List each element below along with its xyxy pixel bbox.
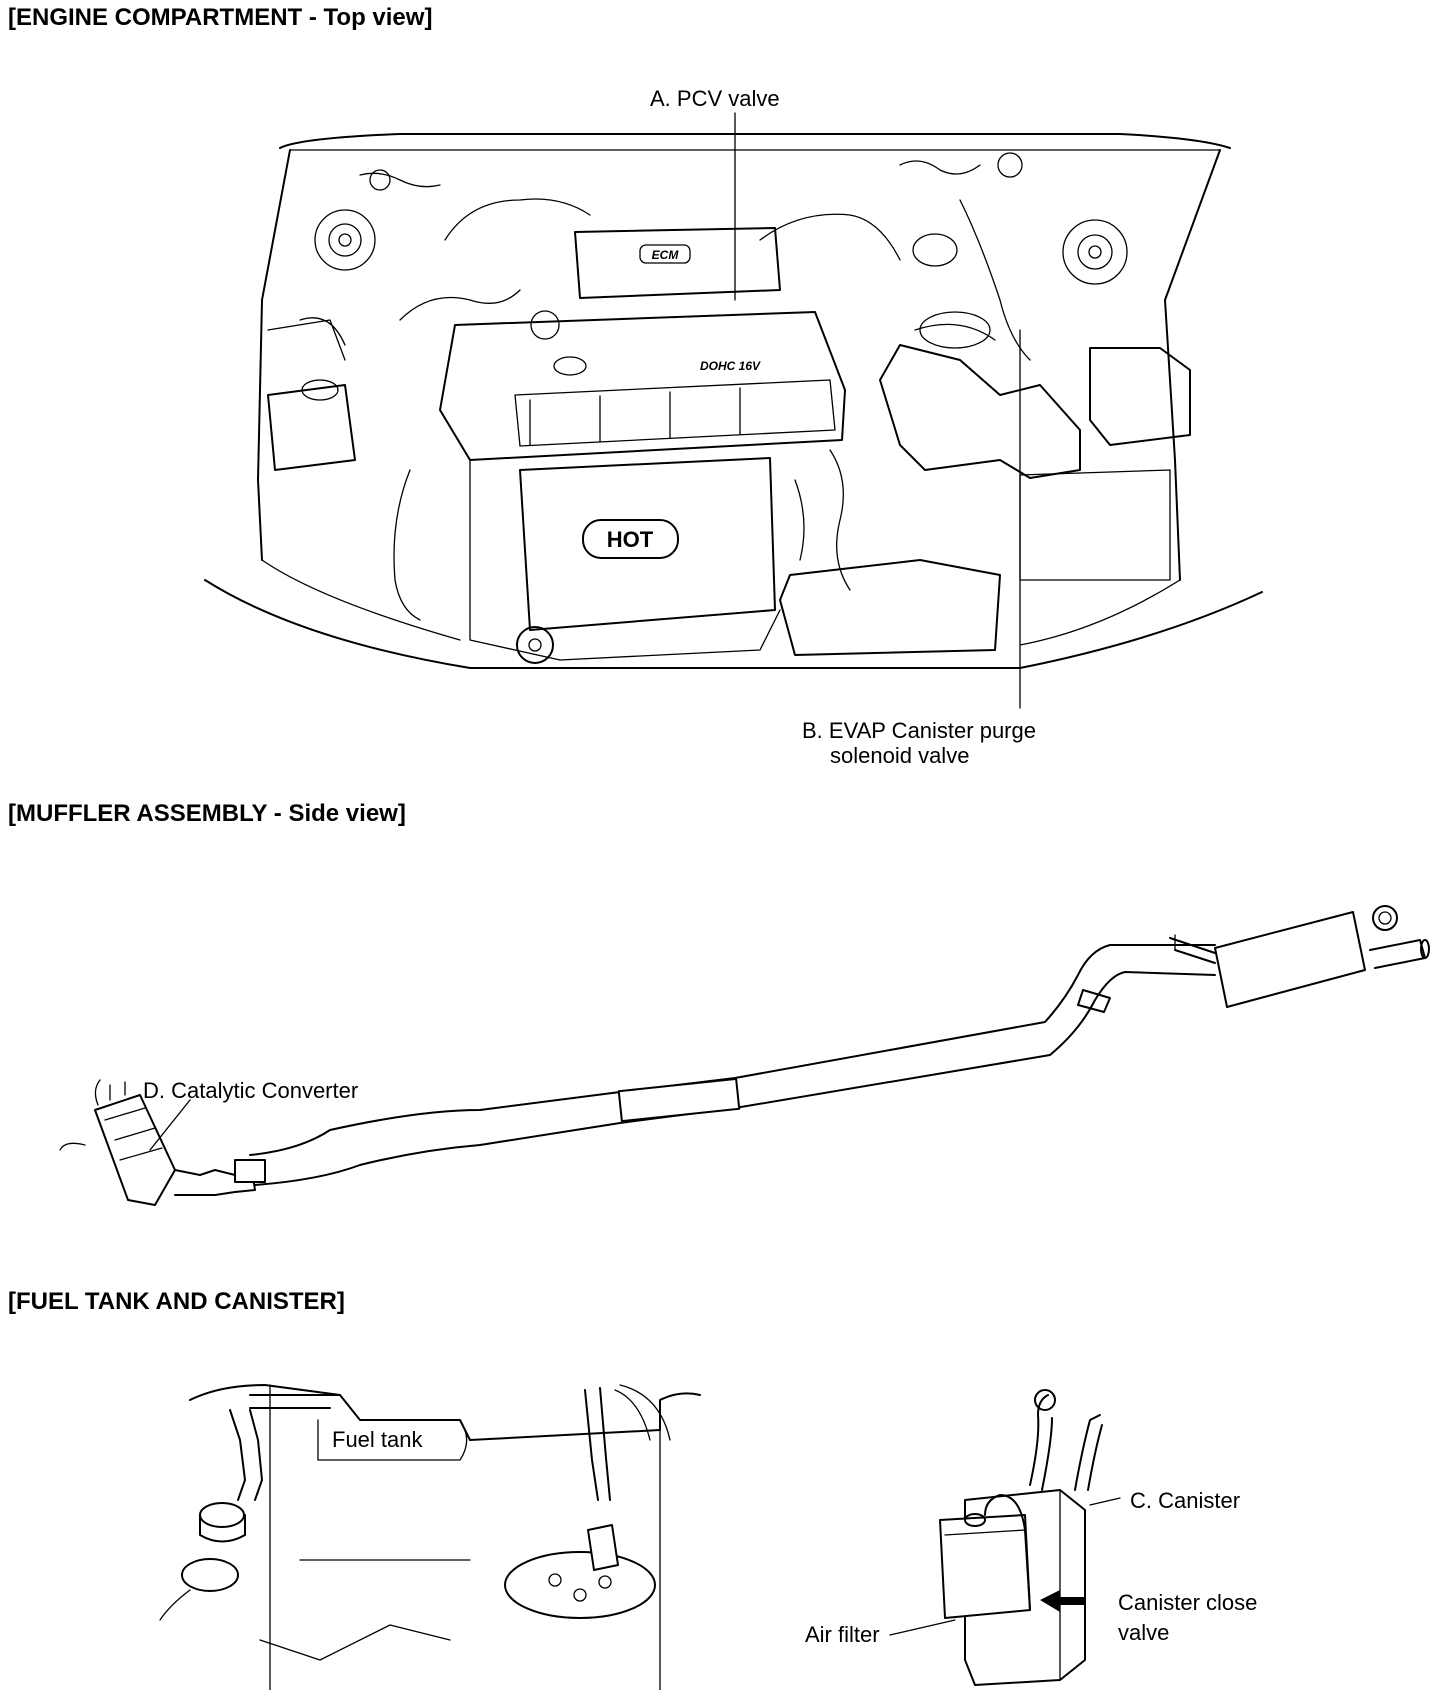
engine-compartment-heading: [ENGINE COMPARTMENT - Top view] — [8, 4, 433, 31]
fuel-tank-label: Fuel tank — [332, 1427, 423, 1452]
evap-purge-label-line2: solenoid valve — [830, 743, 970, 768]
pcv-valve-label: A. PCV valve — [650, 86, 780, 111]
hot-marking: HOT — [607, 527, 654, 552]
ecm-marking: ECM — [652, 248, 680, 262]
canister-label: C. Canister — [1130, 1488, 1241, 1513]
dohc-marking: DOHC 16V — [700, 359, 761, 373]
canister-close-valve-label-line2: valve — [1118, 1620, 1170, 1645]
muffler-assembly-heading: [MUFFLER ASSEMBLY - Side view] — [8, 800, 406, 827]
catalytic-converter-label: D. Catalytic Converter — [143, 1078, 359, 1103]
evap-purge-label-line1: B. EVAP Canister purge — [802, 718, 1036, 743]
fuel-tank-canister-heading: [FUEL TANK AND CANISTER] — [8, 1288, 345, 1315]
air-filter-label: Air filter — [805, 1622, 880, 1647]
canister-close-valve-label-line1: Canister close — [1118, 1590, 1258, 1615]
